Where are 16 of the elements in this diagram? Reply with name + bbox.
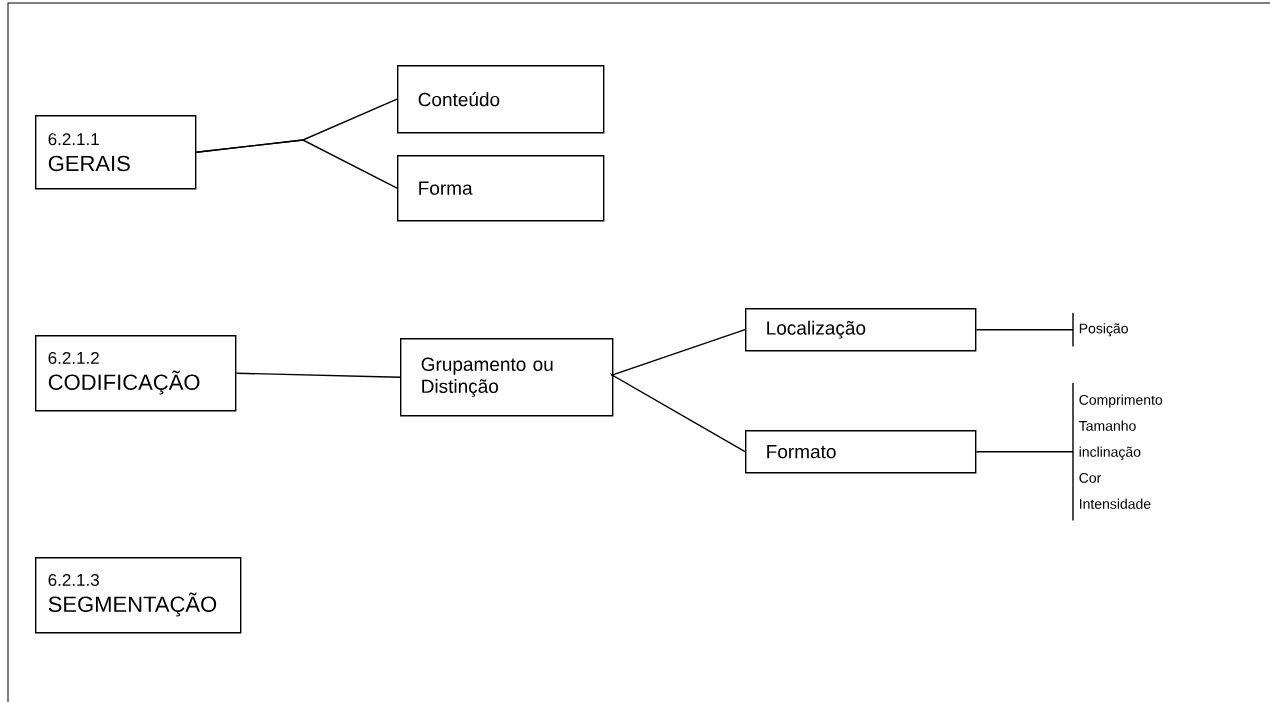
category-box: Formato — [745, 430, 977, 474]
item-list: Comprimento Tamanho inclinação Cor Intensidade — [1072, 382, 1163, 522]
connector — [235, 372, 401, 378]
section-box: 6.2.1.3 SEGMENTAÇÃO — [35, 557, 242, 634]
section-box: 6.2.1.2 CODIFICAÇÃO — [35, 335, 237, 412]
connector — [975, 329, 1074, 331]
category-box: Grupamento ou Distinção — [400, 338, 614, 417]
section-box: 6.2.1.1 GERAIS — [35, 115, 197, 190]
connector — [610, 329, 746, 378]
item-label: Posição — [1072, 312, 1128, 348]
connector — [975, 451, 1074, 453]
category-box: Localização — [745, 308, 977, 352]
connector — [195, 139, 398, 189]
category-box: Conteúdo — [397, 65, 605, 134]
connector — [609, 372, 746, 453]
category-box: Forma — [397, 155, 605, 222]
